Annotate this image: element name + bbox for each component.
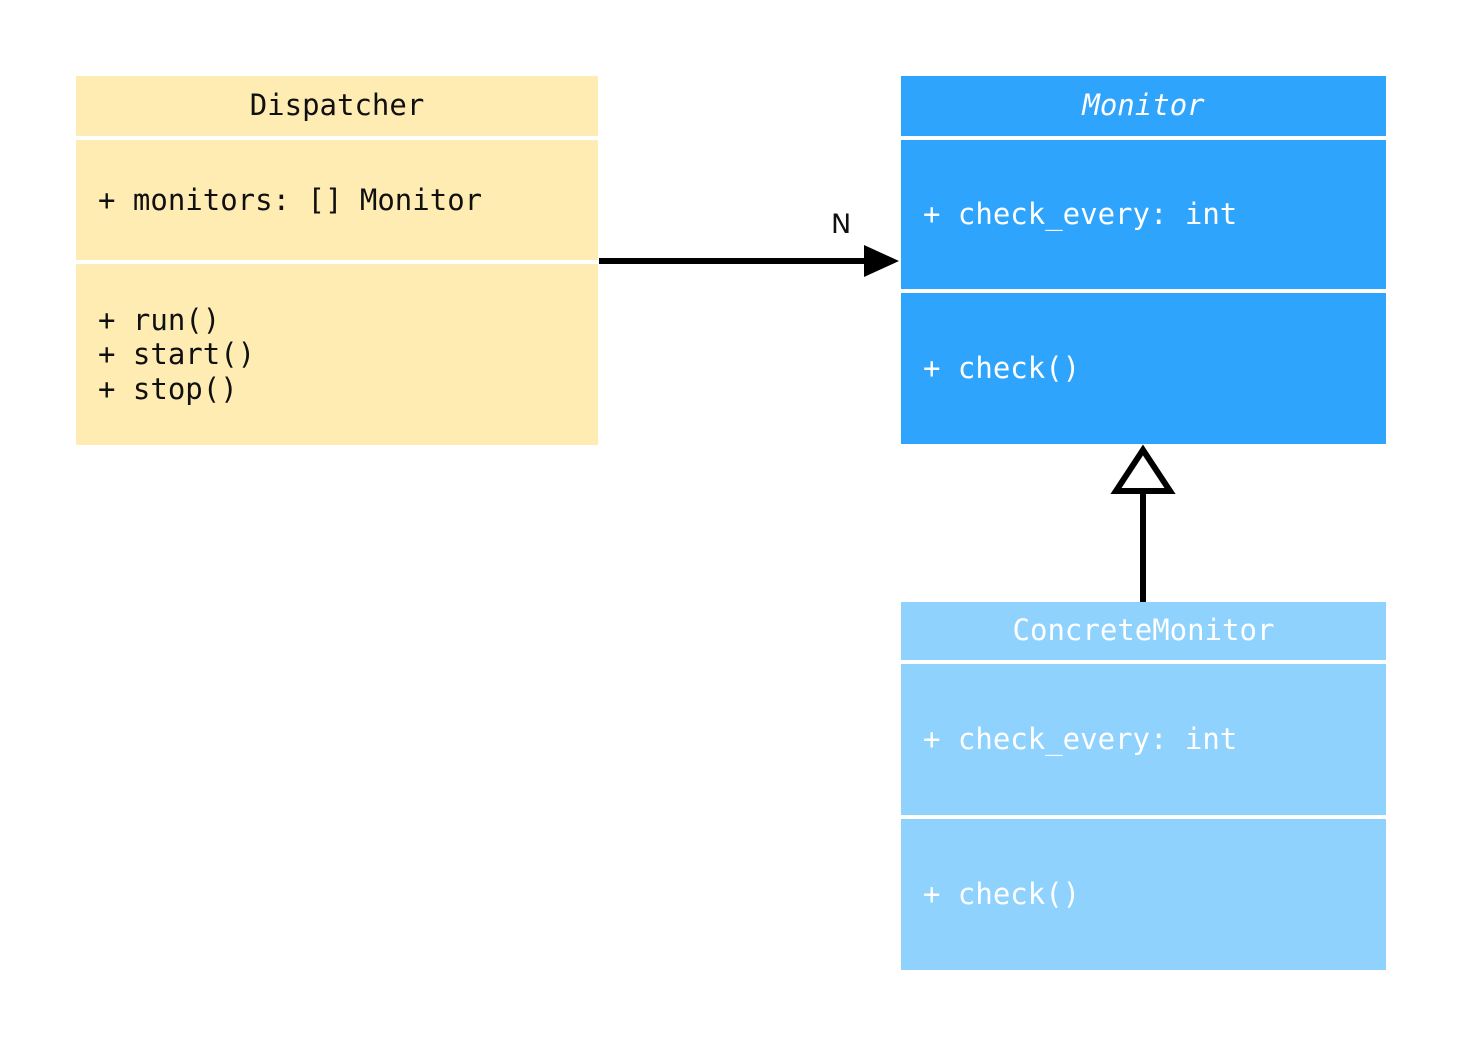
class-name-concrete-monitor: ConcreteMonitor (1012, 613, 1275, 648)
method-item: + check() (923, 877, 1081, 912)
method-item: + run() (98, 303, 221, 338)
method-item: + check() (923, 351, 1081, 386)
class-box-dispatcher[interactable]: Dispatcher + monitors: [] Monitor + run(… (76, 76, 598, 445)
class-name-monitor: Monitor (1082, 88, 1205, 123)
hollow-triangle-arrowhead-icon (1110, 444, 1176, 494)
attribute-item: + check_every: int (923, 197, 1238, 232)
class-name-dispatcher: Dispatcher (249, 88, 425, 123)
association-multiplicity-label: N (831, 209, 852, 240)
class-title-bar-monitor: Monitor (901, 76, 1386, 136)
class-box-monitor[interactable]: Monitor + check_every: int + check() (901, 76, 1386, 444)
method-item: + start() (98, 337, 256, 372)
method-item: + stop() (98, 371, 238, 406)
association-dispatcher-to-monitor (599, 245, 899, 277)
attribute-item: + check_every: int (923, 722, 1238, 757)
class-title-bar-dispatcher: Dispatcher (76, 76, 598, 136)
class-box-concrete-monitor[interactable]: ConcreteMonitor + check_every: int + che… (901, 602, 1386, 970)
filled-arrowhead-icon (864, 245, 899, 277)
class-methods-monitor: + check() (901, 293, 1386, 444)
class-methods-dispatcher: + run() + start() + stop() (76, 264, 598, 445)
attribute-item: + monitors: [] Monitor (98, 182, 483, 217)
class-methods-concrete-monitor: + check() (901, 819, 1386, 970)
class-attributes-dispatcher: + monitors: [] Monitor (76, 140, 598, 260)
class-title-bar-concrete-monitor: ConcreteMonitor (901, 602, 1386, 660)
class-attributes-monitor: + check_every: int (901, 140, 1386, 289)
generalization-concrete-to-monitor (1110, 444, 1176, 602)
class-attributes-concrete-monitor: + check_every: int (901, 664, 1386, 815)
